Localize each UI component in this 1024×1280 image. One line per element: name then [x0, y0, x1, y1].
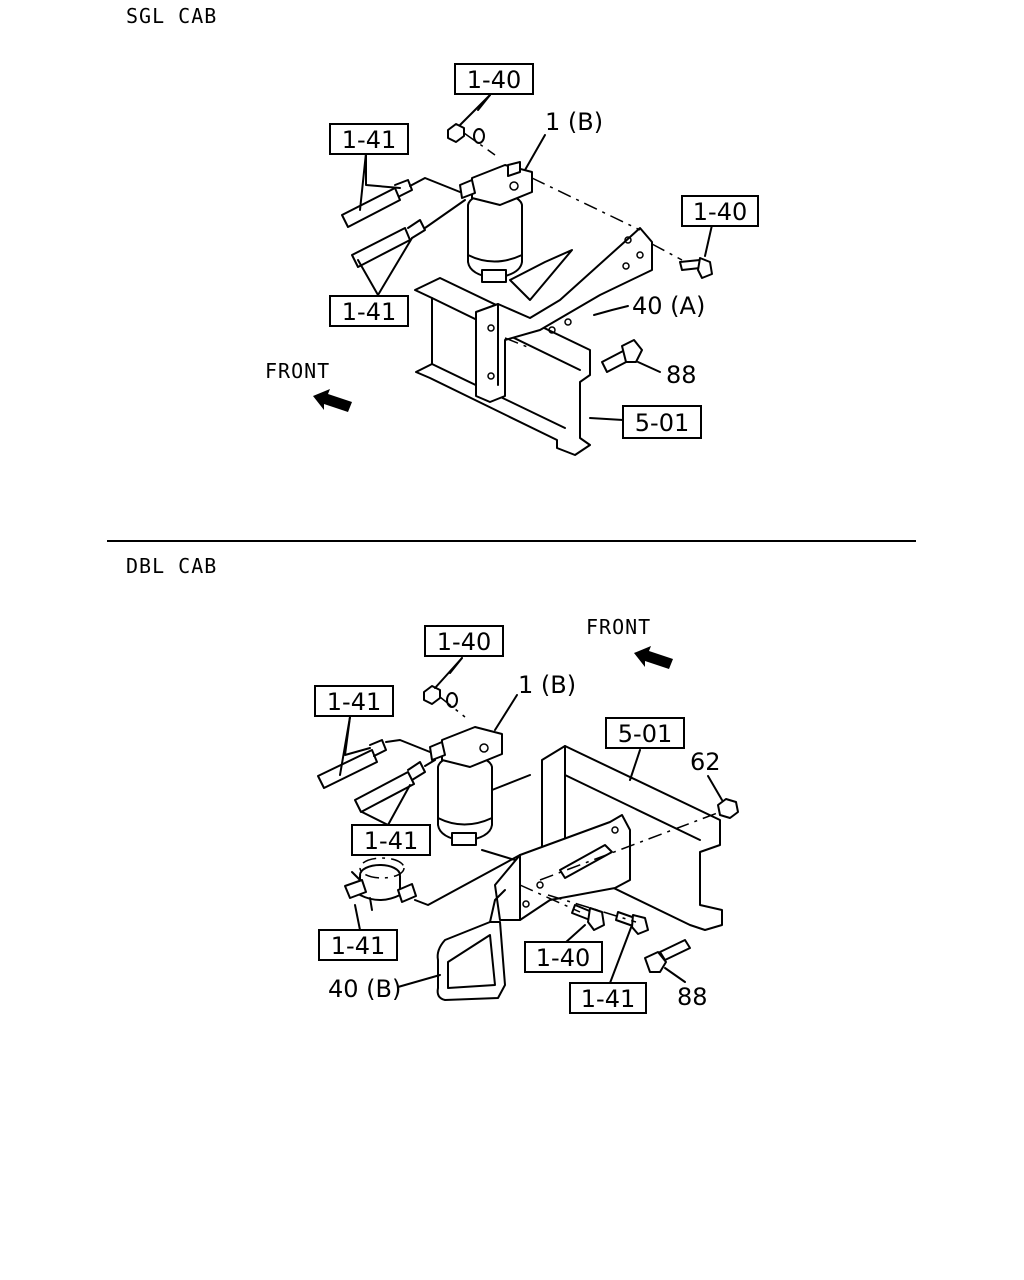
sgl-callout-2: 1-41 — [342, 126, 396, 154]
dbl-cab-section: DBL CAB — [126, 554, 739, 1014]
sgl-hoses — [341, 177, 466, 268]
sgl-nut-washer — [447, 123, 496, 156]
dbl-front-arrow-icon — [634, 646, 673, 669]
dbl-callout-box-3 — [351, 824, 431, 856]
sgl-bolt-88 — [601, 339, 643, 373]
dbl-callout-box-2 — [314, 685, 394, 717]
sgl-fuel-filter — [459, 161, 533, 283]
dbl-callout-2: 1-41 — [327, 688, 381, 716]
sgl-callout-box-5 — [622, 405, 702, 439]
dbl-callout-7: 1-41 — [581, 985, 635, 1013]
dbl-callout-1: 1-40 — [437, 628, 491, 656]
sgl-part-88-label: 88 — [666, 361, 697, 389]
sgl-callout-1: 1-40 — [467, 66, 521, 94]
dbl-nut-washer — [423, 685, 466, 718]
sgl-callout-box-4 — [681, 195, 759, 227]
dbl-callout-6: 1-40 — [536, 944, 590, 972]
dbl-bolt-88 — [644, 939, 691, 973]
dbl-callout-box-1 — [424, 625, 504, 657]
dbl-part-62-label: 62 — [690, 748, 721, 776]
dbl-callout-box-4 — [605, 717, 685, 749]
sgl-callout-box-2 — [329, 123, 409, 155]
dbl-bolt-1-40 — [571, 904, 605, 931]
dbl-cab-title: DBL CAB — [126, 554, 217, 578]
sgl-bracket-40a — [475, 227, 653, 403]
dbl-priming-pump — [344, 857, 417, 911]
sgl-callout-5: 5-01 — [635, 409, 689, 437]
dbl-callout-5: 1-41 — [331, 932, 385, 960]
sgl-front-label: FRONT — [265, 359, 330, 383]
dbl-bracket-40b — [436, 814, 631, 1001]
sgl-bolt-1-40 — [679, 257, 713, 279]
sgl-callout-box-1 — [454, 63, 534, 95]
dbl-callout-3: 1-41 — [364, 827, 418, 855]
dbl-callout-box-7 — [569, 982, 647, 1014]
dbl-hoses — [317, 739, 436, 813]
sgl-part-40a-label: 40 (A) — [632, 292, 705, 320]
dbl-front-label: FRONT — [586, 615, 651, 639]
dbl-callout-4: 5-01 — [618, 720, 672, 748]
dbl-bolt-1-41 — [615, 911, 649, 935]
sgl-part-1b-label: 1 (B) — [545, 108, 603, 136]
sgl-callout-box-3 — [329, 295, 409, 327]
dbl-nut-62 — [717, 798, 739, 819]
dbl-fuel-filter — [429, 726, 503, 846]
sgl-cab-section: SGL CAB — [126, 4, 759, 456]
dbl-part-40b-label: 40 (B) — [328, 975, 401, 1003]
sgl-cab-title: SGL CAB — [126, 4, 217, 28]
sgl-callout-3: 1-41 — [342, 298, 396, 326]
dbl-part-1b-label: 1 (B) — [518, 671, 576, 699]
dbl-callout-box-6 — [524, 941, 603, 973]
sgl-front-arrow-icon — [313, 389, 352, 412]
sgl-callout-4: 1-40 — [693, 198, 747, 226]
dbl-part-88-label: 88 — [677, 983, 708, 1011]
dbl-callout-box-5 — [318, 929, 398, 961]
